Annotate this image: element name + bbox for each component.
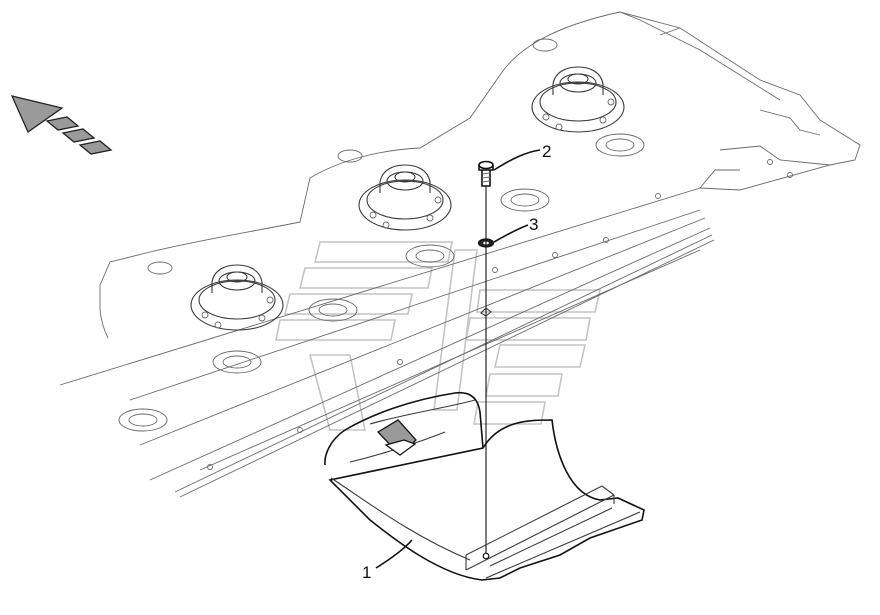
gear-bosses <box>118 133 645 432</box>
bolt-part-2 <box>478 160 494 187</box>
direction-arrow-icon <box>10 95 113 155</box>
cutting-disc-right <box>531 66 625 133</box>
callout-leaders <box>375 149 541 569</box>
cutter-bar <box>59 11 861 498</box>
cutting-disc-left <box>190 264 284 331</box>
callout-2: 2 <box>542 142 551 161</box>
callout-1: 1 <box>362 563 371 582</box>
callout-3: 3 <box>529 215 538 234</box>
mount-hole-marker <box>480 307 492 317</box>
cutting-disc-middle <box>358 164 452 231</box>
brand-watermark-logo <box>275 241 602 431</box>
skid-plate-part-1 <box>324 391 645 581</box>
